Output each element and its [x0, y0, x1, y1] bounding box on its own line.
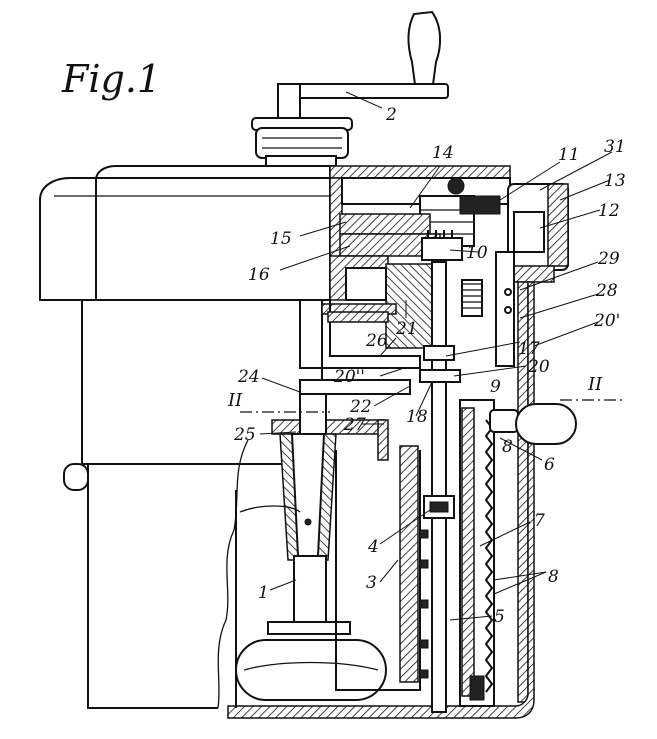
section-mark-left: II	[227, 390, 243, 411]
label-28: 28	[595, 281, 618, 301]
label-4: 4	[367, 537, 379, 557]
label-16: 16	[248, 265, 270, 285]
label-31: 31	[604, 137, 626, 157]
label-12: 12	[598, 201, 620, 221]
label-7: 7	[534, 511, 545, 531]
reference-numerals: 2 14 11 31 13 12 15 16 10 29 28 20' 21 2…	[233, 105, 626, 627]
label-6: 6	[544, 455, 555, 475]
section-mark-right: II	[587, 374, 603, 395]
label-10: 10	[466, 243, 488, 263]
housing-right	[227, 251, 555, 719]
crank-handle	[251, 10, 449, 167]
label-11: 11	[558, 145, 580, 165]
label-26: 26	[365, 331, 388, 351]
cup-3	[335, 445, 429, 691]
label-15: 15	[270, 229, 292, 249]
lower-body	[235, 490, 301, 708]
label-1: 1	[258, 583, 269, 603]
spindle-1	[235, 393, 387, 701]
label-8b: 8	[548, 567, 559, 587]
label-21: 21	[395, 319, 418, 339]
rack-and-lever	[459, 399, 577, 707]
label-25: 25	[233, 425, 256, 445]
label-20: 20	[527, 357, 550, 377]
label-17: 17	[518, 339, 540, 359]
label-9: 9	[490, 377, 501, 397]
label-27: 27	[343, 415, 366, 435]
label-29: 29	[597, 249, 620, 269]
section-line-left: II	[227, 390, 330, 413]
figure-title: Fig.1	[61, 57, 161, 101]
label-22: 22	[349, 397, 372, 417]
central-shaft	[419, 261, 461, 713]
label-2: 2	[385, 105, 397, 125]
label-20p: 20'	[593, 311, 620, 331]
label-5: 5	[494, 607, 505, 627]
label-24: 24	[237, 367, 260, 387]
label-13: 13	[604, 171, 626, 191]
label-20pp: 20''	[333, 367, 365, 387]
label-18: 18	[406, 407, 428, 427]
label-3: 3	[366, 573, 377, 593]
leader-lines	[259, 91, 613, 621]
label-14: 14	[432, 143, 454, 163]
bearing-block	[321, 255, 439, 349]
section-line-right: II	[560, 374, 626, 401]
label-8a: 8	[502, 437, 513, 457]
